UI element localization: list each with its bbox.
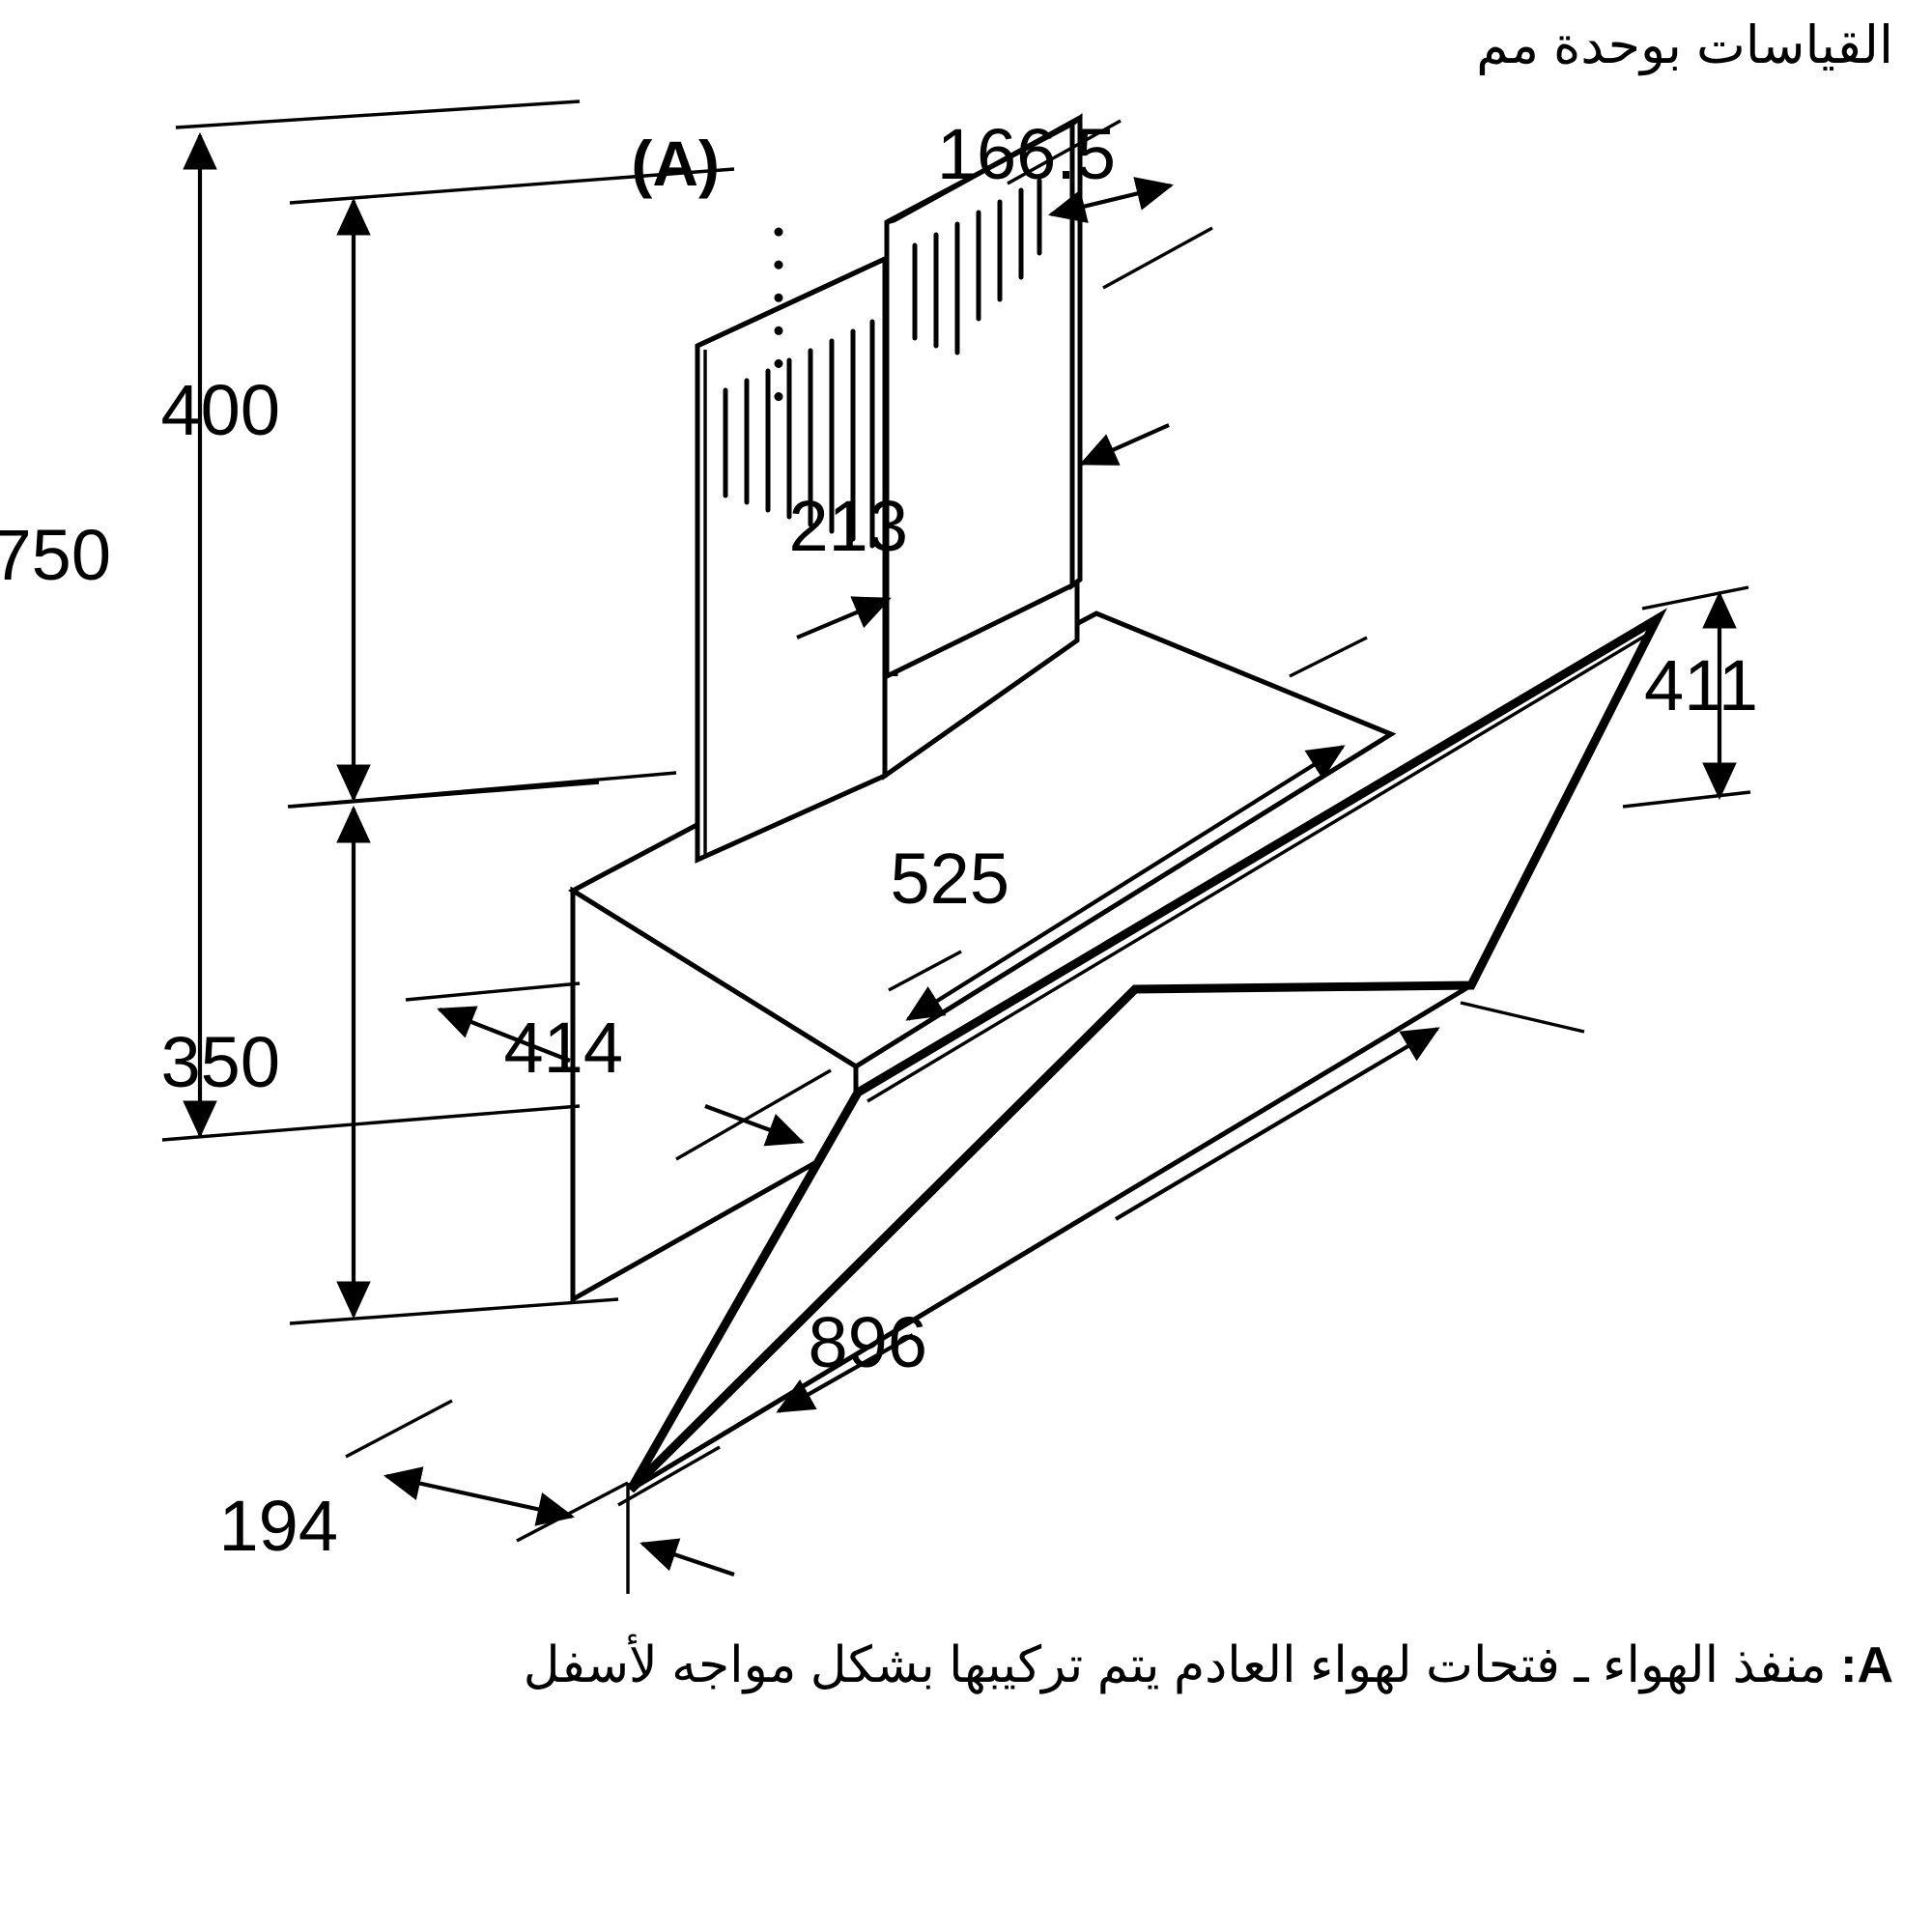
units-note: القياسات بوحدة مم [1476, 16, 1893, 74]
glass-panel-lower-edge [629, 982, 1473, 1492]
legend-key: A: [1840, 1637, 1893, 1693]
ext-line-194-right [516, 1481, 629, 1543]
dim-line-525 [905, 745, 1346, 1021]
dim-line-194-tip [639, 1538, 735, 1577]
ext-line-414-left [405, 981, 581, 1002]
ext-line-896-left [617, 1445, 721, 1507]
chimney-upper [884, 113, 1083, 681]
dim-label-213: 213 [789, 486, 908, 566]
dim-line-414-left [437, 1006, 571, 1063]
dim-label-194: 194 [219, 1486, 338, 1566]
legend-text: منفذ الهواء ـ فتحات لهواء العادم يتم ترك… [523, 1637, 1827, 1693]
ext-line-525-far [1289, 636, 1368, 678]
dim-line-896-left [776, 1333, 915, 1413]
leader-213-right [1079, 423, 1170, 466]
callout-a: (A) [631, 128, 783, 420]
dim-label-400: 400 [161, 370, 280, 450]
dimension-213: 213 [789, 423, 1170, 639]
legend-caption: A: منفذ الهواء ـ فتحات لهواء العادم يتم … [39, 1633, 1893, 1699]
dim-line-166 [1047, 177, 1175, 223]
ext-line-400-top [289, 167, 735, 205]
dimension-350: 350 [161, 781, 619, 1325]
dimension-750: 750 [0, 99, 581, 1142]
chimney-lower-top-edge [696, 256, 887, 349]
dimension-896: 896 [617, 1001, 1585, 1507]
ext-line-166-top [1007, 119, 1122, 185]
dim-line-414-right [704, 1104, 805, 1147]
dim-label-350: 350 [161, 1022, 280, 1102]
ext-line-414-right [675, 1068, 832, 1161]
dim-label-896: 896 [809, 1302, 927, 1382]
ext-line-411-bottom [1622, 790, 1751, 809]
dimension-411: 411 [1622, 585, 1758, 809]
dimension-166-5: 166.5 [937, 114, 1213, 290]
dimension-400: 400 [161, 167, 735, 809]
hood-geometry [567, 113, 1667, 1493]
ext-line-194-left [345, 1399, 453, 1459]
ext-line-750-bottom [161, 1104, 581, 1142]
ext-line-166-bottom [1102, 226, 1213, 290]
leader-213-left [796, 596, 892, 639]
ext-line-750-top [175, 99, 581, 129]
dim-line-194 [383, 1466, 576, 1526]
vent-slots-lower [723, 319, 875, 549]
dimension-525: 525 [888, 636, 1368, 1021]
ext-line-411-top [1641, 585, 1749, 611]
vent-slots-upper [912, 178, 1042, 355]
ext-line-896-right [1460, 1001, 1585, 1034]
callout-a-label: (A) [631, 128, 720, 199]
chimney-upper-outline [892, 115, 1082, 223]
dimension-414: 414 [405, 981, 832, 1161]
dim-line-896-right [1114, 1027, 1440, 1221]
dim-label-525: 525 [891, 838, 1009, 919]
ext-line-350-bottom [289, 1297, 619, 1325]
dim-label-750: 750 [0, 515, 111, 595]
dim-label-411: 411 [1644, 645, 1758, 725]
ext-line-350-top [289, 781, 600, 809]
dim-label-166-5: 166.5 [937, 114, 1116, 194]
dimension-194: 194 [219, 1399, 735, 1594]
dim-label-414: 414 [504, 1008, 623, 1088]
